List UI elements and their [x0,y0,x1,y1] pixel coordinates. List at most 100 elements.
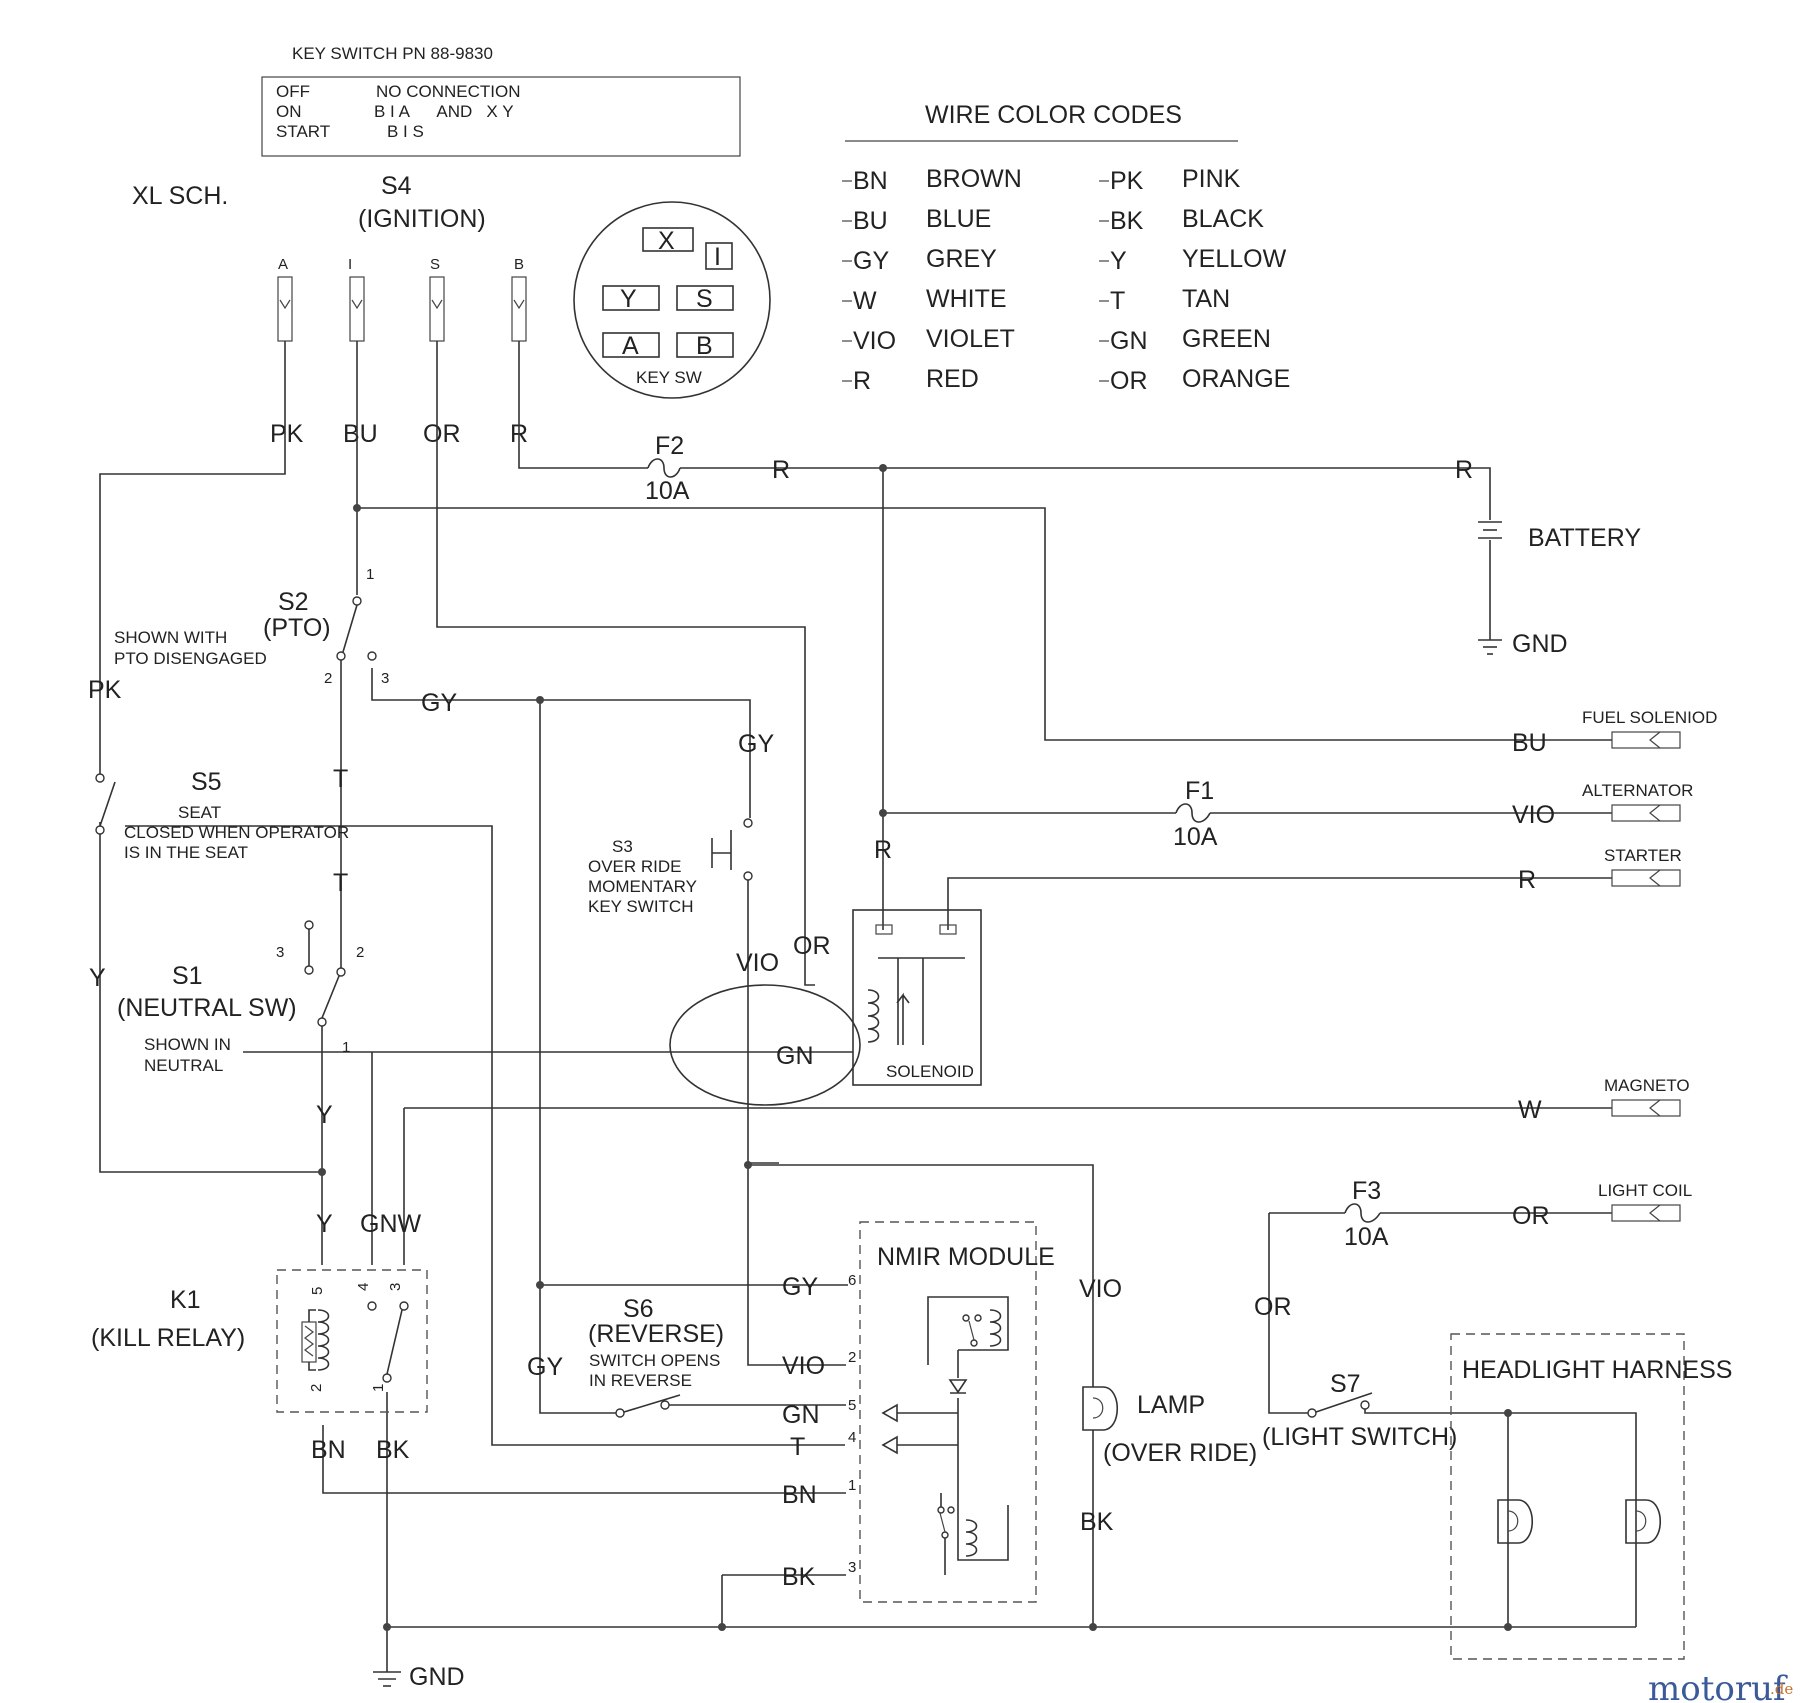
connector-alternator: ALTERNATOR VIO [1512,781,1693,829]
code-y-name: YELLOW [1182,245,1287,273]
junction-dots [318,464,1512,1631]
fuse-f2: F2 10A [645,432,690,505]
s4-pin-i: I [348,256,352,273]
switch-s6-reverse: S6 (REVERSE) SWITCH OPENS IN REVERSE [588,1295,724,1418]
s1-id: S1 [172,962,203,990]
k1-pin-1: 1 [370,1384,387,1392]
key-conn-start: B I S [387,122,424,141]
lbl-t-1: T [333,765,348,793]
lbl-vio-nmir: VIO [782,1352,825,1380]
headlight-harness: HEADLIGHT HARNESS [1450,1333,1732,1660]
code-gn: GN [1110,327,1148,355]
s4-pin-a: A [278,256,288,273]
schematic-title: XL SCH. [132,182,228,210]
nmir-label: NMIR MODULE [877,1243,1055,1271]
alternator-label: ALTERNATOR [1582,781,1693,800]
s1-pin-2: 2 [356,944,364,961]
lbl-pk-left: PK [88,676,122,704]
code-bn-name: BROWN [926,165,1022,193]
k1-name: (KILL RELAY) [91,1324,245,1352]
code-pk-name: PINK [1182,165,1241,193]
lbl-pk-top: PK [270,420,304,448]
nmir-pin-1: 1 [848,1477,856,1494]
light-coil-label: LIGHT COIL [1598,1181,1692,1200]
nmir-pin-4: 4 [848,1429,856,1446]
s4-ignition-pins: A I S B [277,256,527,342]
key-conn-off: NO CONNECTION [376,82,521,101]
lbl-vio-solenoid: VIO [736,949,779,977]
lbl-gn-solenoid: GN [776,1042,814,1070]
battery-symbol: BATTERY [1478,521,1641,552]
lamp-override: LAMP (OVER RIDE) [1082,1386,1257,1467]
s6-note1: SWITCH OPENS [589,1351,720,1370]
wire-codes-right: PK PINK BK BLACK Y YELLOW T TAN GN GREEN… [1110,165,1290,395]
s1-pin-1: 1 [342,1039,350,1056]
switch-s2-pto: 1 2 3 S2 (PTO) SHOWN WITH PTO DISENGAGED [114,566,389,687]
lbl-bn-relay: BN [311,1436,346,1464]
key-terminal-s: S [696,285,713,313]
code-gy: GY [853,247,889,275]
lbl-w-magneto: W [1518,1096,1542,1124]
connector-fuel-solenoid: FUEL SOLENIOD BU [1512,708,1717,757]
s7-name: (LIGHT SWITCH) [1262,1423,1457,1451]
lbl-y-relay: Y [316,1210,333,1238]
fuse-f1: F1 10A [1173,777,1218,851]
battery-label: BATTERY [1528,524,1641,552]
code-w-name: WHITE [926,285,1007,313]
key-terminal-y: Y [620,285,637,313]
wire-codes-title: WIRE COLOR CODES [925,101,1182,129]
switch-s3-override: GY S3 OVER RIDE MOMENTARY KEY SWITCH [588,730,774,916]
code-vio: VIO [853,327,896,355]
code-or-name: ORANGE [1182,365,1290,393]
s5-name: SEAT [178,803,221,822]
s5-id: S5 [191,768,222,796]
s2-id: S2 [278,588,309,616]
s7-id: S7 [1330,1370,1361,1398]
solenoid-coil-loop [669,984,861,1106]
fuel-solenoid-label: FUEL SOLENIOD [1582,708,1717,727]
code-vio-name: VIOLET [926,325,1015,353]
s4-pin-b: B [514,256,524,273]
wires [99,341,1637,1672]
watermark-logo: motoruf .de [1648,1669,1793,1703]
code-pk: PK [1110,167,1144,195]
key-terminal-a: A [622,332,639,360]
lbl-y-mid: Y [316,1101,333,1129]
code-bk: BK [1110,207,1144,235]
switch-s7-light: S7 (LIGHT SWITCH) [1262,1370,1457,1451]
s1-pin-3: 3 [276,944,284,961]
f3-rating: 10A [1344,1223,1389,1251]
code-gn-name: GREEN [1182,325,1271,353]
s6-name: (REVERSE) [588,1320,724,1348]
key-sw-label: KEY SW [636,368,702,387]
lbl-bu-fuel: BU [1512,729,1547,757]
headlight-label: HEADLIGHT HARNESS [1462,1356,1732,1384]
f2-id: F2 [655,432,684,460]
lbl-bu-top: BU [343,420,378,448]
lbl-or-solenoid: OR [793,932,831,960]
lbl-gy-s3: GY [738,730,774,758]
nmir-pin-5: 5 [848,1397,856,1414]
lbl-r-f2: R [772,456,790,484]
s2-note2: PTO DISENGAGED [114,649,267,668]
s3-line3: KEY SWITCH [588,897,693,916]
f2-rating: 10A [645,477,690,505]
lbl-y-left: Y [89,964,106,992]
watermark-main: motoruf [1648,1669,1788,1703]
connector-light-coil: LIGHT COIL OR [1512,1181,1692,1230]
nmir-module: NMIR MODULE 6 2 5 4 1 3 [848,1221,1055,1603]
code-w: W [853,287,877,315]
s4-pin-s: S [430,256,440,273]
lbl-t-nmir: T [790,1433,805,1461]
lbl-bk-relay: BK [376,1436,410,1464]
k1-pin-5: 5 [309,1287,326,1295]
s3-id: S3 [612,837,633,856]
magneto-label: MAGNETO [1604,1076,1690,1095]
lbl-r-solenoid: R [874,836,892,864]
lbl-or-top: OR [423,420,461,448]
nmir-pin-6: 6 [848,1272,856,1289]
lamp-sub-label: (OVER RIDE) [1103,1439,1257,1467]
key-pos-start: START [276,122,330,141]
s2-note1: SHOWN WITH [114,628,227,647]
